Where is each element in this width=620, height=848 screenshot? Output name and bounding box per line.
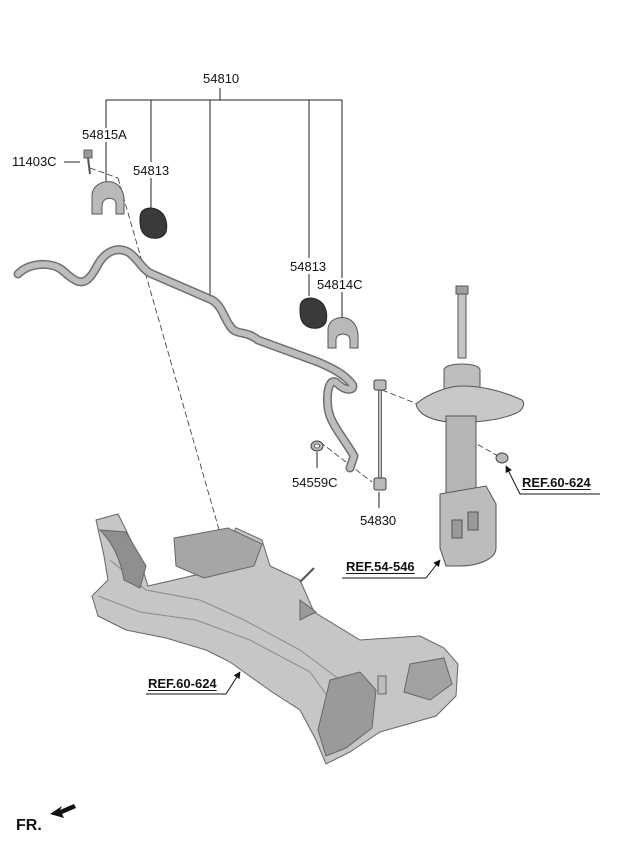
callout-link: 54830 <box>360 513 397 528</box>
subframe <box>91 513 459 765</box>
strut-nut <box>495 452 509 464</box>
bracket-left <box>91 181 125 215</box>
callout-assembly: 54810 <box>203 71 240 86</box>
ref-subframe-left[interactable]: REF.60-624 <box>148 676 217 691</box>
reference-leaders <box>146 465 600 695</box>
bushing-left <box>139 207 168 239</box>
callout-bracket-right: 54814C <box>317 277 363 292</box>
bracket-right <box>327 317 359 349</box>
front-arrow-icon <box>50 804 76 818</box>
callout-bushing-right: 54813 <box>290 259 327 274</box>
callout-nut: 54559C <box>292 475 338 490</box>
stabilizer-link <box>373 379 387 491</box>
nut <box>310 440 324 452</box>
stabilizer-bar <box>13 245 359 473</box>
strut-assembly <box>415 285 525 567</box>
direction-label: FR. <box>16 817 42 834</box>
callout-bracket-left: 54815A <box>82 127 127 142</box>
callout-bushing-left: 54813 <box>133 163 170 178</box>
assembly-leader-lines <box>64 88 380 508</box>
callout-bolt: 11403C <box>12 154 57 169</box>
ref-subframe-right[interactable]: REF.60-624 <box>522 475 591 490</box>
bolt <box>83 149 93 175</box>
bushing-right <box>299 297 328 329</box>
ref-strut[interactable]: REF.54-546 <box>346 559 415 574</box>
